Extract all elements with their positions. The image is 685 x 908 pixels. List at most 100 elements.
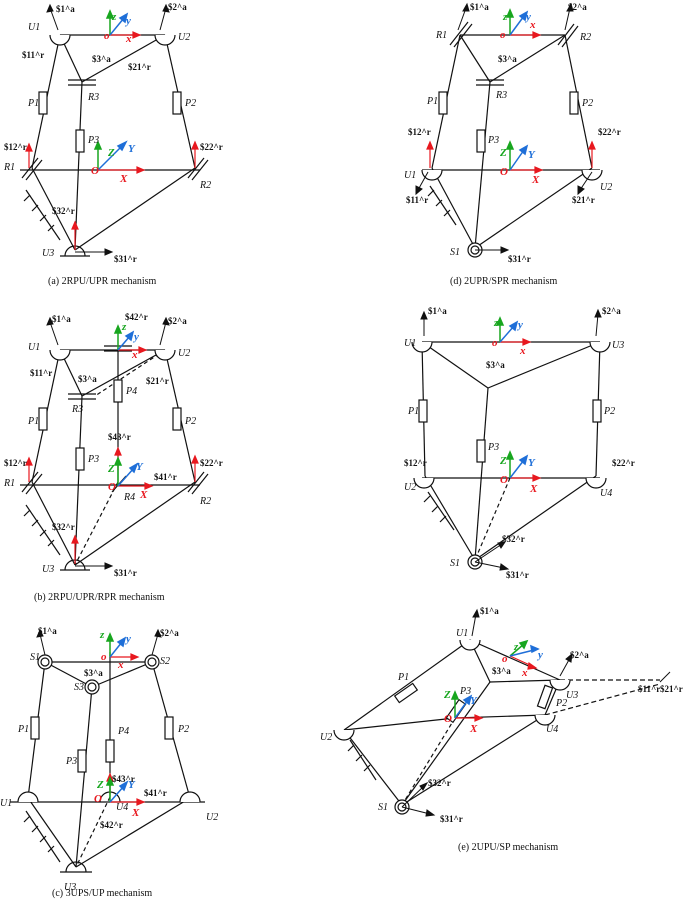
- axis-O-label: O: [91, 165, 99, 177]
- joint-P2-label: P2: [555, 698, 567, 709]
- joint-R1-label: R1: [3, 478, 15, 489]
- joint-U4-label: U4: [116, 802, 128, 813]
- panel-a-diagram: U1 U2 R3 P1 P2 P3 R1 R2 U3 $1^a $2^a $3^…: [3, 2, 223, 264]
- joint-P3-label: P3: [459, 686, 471, 697]
- screw-label: $32^r: [52, 522, 75, 532]
- joint-P1-label: P1: [17, 724, 29, 735]
- axis-x-label: x: [125, 33, 132, 45]
- screw-label: $12^r: [4, 458, 27, 468]
- panel-d-diagram: R1 R2 R3 P1 P2 P3 U1 U2 S1 $1^a $2^a $3^…: [404, 2, 621, 264]
- joint-U1-label: U1: [456, 628, 468, 639]
- screw-label: $32^r: [428, 778, 451, 788]
- joint-U3-label: U3: [42, 248, 54, 259]
- joint-P3-label: P3: [487, 442, 499, 453]
- screw-label: $1^a: [38, 626, 57, 636]
- axis-z-label: z: [99, 629, 105, 641]
- joint-U1-label: U1: [404, 170, 416, 181]
- screw-label: $43^r: [108, 432, 131, 442]
- joint-U3-label: U3: [64, 882, 76, 893]
- joint-R1-label: R1: [3, 162, 15, 173]
- axis-Y-label: Y: [136, 461, 144, 473]
- axis-x-label: x: [521, 667, 528, 679]
- axis-Z-label: Z: [96, 779, 104, 791]
- screw-label: $3^a: [486, 360, 505, 370]
- joint-R2-label: R2: [199, 180, 211, 191]
- joint-S1-label: S1: [30, 652, 40, 663]
- screw-label: $3^a: [78, 374, 97, 384]
- axis-Y-label: Y: [528, 149, 536, 161]
- axis-X-label: X: [529, 483, 538, 495]
- screw-label: $1^a: [56, 4, 75, 14]
- axis-X-label: X: [469, 723, 478, 735]
- joint-P3-label: P3: [65, 756, 77, 767]
- joint-U1-label: U1: [404, 338, 416, 349]
- joint-P1-label: P1: [426, 96, 438, 107]
- axis-y-label: y: [536, 649, 543, 661]
- axis-o-label: o: [500, 29, 506, 41]
- joint-S3-label: S3: [74, 682, 84, 693]
- axis-Z-label: Z: [499, 147, 507, 159]
- screw-label: $11^r: [638, 684, 660, 694]
- screw-label: $31^r: [114, 254, 137, 264]
- panel-b-diagram: U1 U2 R3 R4 P1 P2 P3 P4 R1 R2 U3 $1^a $2…: [3, 312, 223, 578]
- joint-U2-label: U2: [178, 32, 190, 43]
- screw-label: $31^r: [506, 570, 529, 580]
- screw-label: $11^r: [406, 195, 428, 205]
- screw-label: $42^r: [100, 820, 123, 830]
- screw-label: $22^r: [200, 458, 223, 468]
- joint-P2-label: P2: [603, 406, 615, 417]
- screw-label: $31^r: [440, 814, 463, 824]
- axis-y-label: y: [524, 11, 531, 23]
- joint-P1-label: P1: [27, 416, 39, 427]
- screw-label: $21^r: [572, 195, 595, 205]
- screw-label: $3^a: [92, 54, 111, 64]
- joint-P1-label: P1: [407, 406, 419, 417]
- axis-z-label: z: [121, 321, 127, 333]
- joint-R2-label: R2: [579, 32, 591, 43]
- axis-y-label: y: [132, 331, 139, 343]
- axis-y-label: y: [516, 319, 523, 331]
- axis-x-label: x: [131, 349, 138, 361]
- joint-P2-label: P2: [184, 98, 196, 109]
- joint-R3-label: R3: [495, 90, 507, 101]
- screw-label: $12^r: [4, 142, 27, 152]
- joint-S2-label: S2: [160, 656, 170, 667]
- screw-label: $11^r: [22, 50, 44, 60]
- panel-c-diagram: S1 S2 S3 P1 P2 P3 P4 U1 U2 U3 U4 $1^a $2…: [0, 626, 218, 893]
- joint-S1-label: S1: [450, 558, 460, 569]
- axis-O-label: O: [94, 793, 102, 805]
- axis-o-label: o: [492, 337, 498, 349]
- screw-label: $2^a: [602, 306, 621, 316]
- axis-Z-label: Z: [107, 463, 115, 475]
- caption-b: (b) 2RPU/UPR/RPR mechanism: [34, 592, 165, 603]
- joint-P4-label: P4: [117, 726, 129, 737]
- screw-label: $42^r: [125, 312, 148, 322]
- screw-label: $3^a: [492, 666, 511, 676]
- screw-label: $1^a: [52, 314, 71, 324]
- caption-a: (a) 2RPU/UPR mechanism: [48, 276, 157, 287]
- axis-x-label: x: [529, 19, 536, 31]
- axis-o-label: o: [101, 651, 107, 663]
- joint-U2-label: U2: [178, 348, 190, 359]
- joint-R2-label: R2: [199, 496, 211, 507]
- screw-label: $2^a: [568, 2, 587, 12]
- axis-y-label: y: [124, 633, 131, 645]
- joint-U3-label: U3: [566, 690, 578, 701]
- axis-z-label: z: [493, 317, 499, 329]
- joint-P3-label: P3: [87, 454, 99, 465]
- screw-label: $1^a: [480, 606, 499, 616]
- screw-label: $2^a: [160, 628, 179, 638]
- joint-S1-label: S1: [450, 247, 460, 258]
- joint-U4-label: U4: [600, 488, 612, 499]
- joint-U4-label: U4: [546, 724, 558, 735]
- screw-label: $12^r: [408, 127, 431, 137]
- joint-U2-label: U2: [600, 182, 612, 193]
- joint-P3-label: P3: [87, 135, 99, 146]
- joint-U3-label: U3: [42, 564, 54, 575]
- axis-z-label: z: [502, 11, 508, 23]
- axis-Y-label: Y: [128, 779, 136, 791]
- screw-label: $3^a: [498, 54, 517, 64]
- screw-label: $43^r: [112, 774, 135, 784]
- joint-R3-label: R3: [71, 404, 83, 415]
- screw-label: $32^r: [502, 534, 525, 544]
